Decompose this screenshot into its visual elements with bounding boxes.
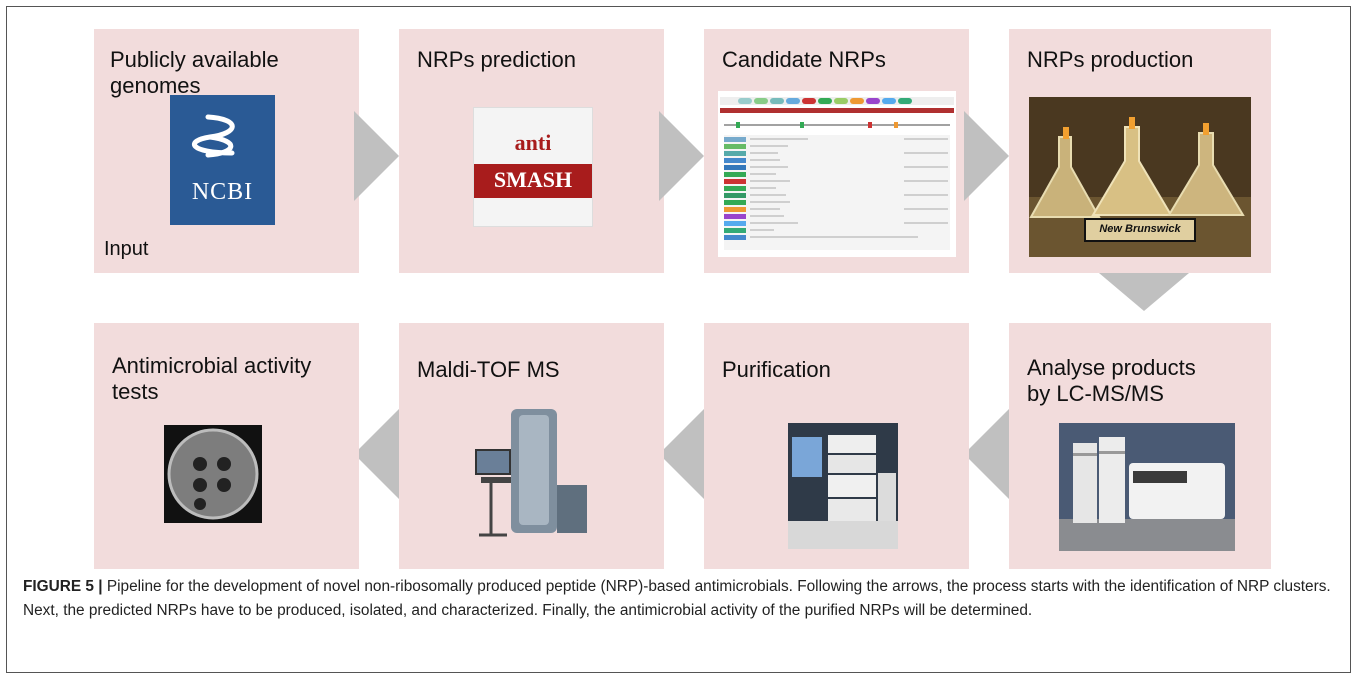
arrow-down	[1099, 273, 1189, 311]
step-prediction: NRPs prediction anti SMASH	[399, 29, 664, 273]
step-lcms: Analyse products by LC-MS/MS	[1009, 323, 1271, 569]
input-label: Input	[104, 238, 149, 260]
step-antimicrobial-title: Antimicrobial activity tests	[112, 353, 312, 404]
step-antimicrobial: Antimicrobial activity tests	[94, 323, 359, 569]
step-prediction-title: NRPs prediction	[417, 47, 576, 72]
shaker-flasks-photo: New Brunswick	[1029, 97, 1251, 257]
step-genomes-title: Publicly available genomes	[110, 47, 279, 98]
shaker-sign-text: New Brunswick	[1099, 223, 1181, 235]
step-lcms-title: Analyse products by LC-MS/MS	[1027, 355, 1196, 406]
antismash-results-table	[718, 91, 956, 257]
lcms-instrument-photo	[1059, 423, 1235, 551]
ncbi-logo-text: NCBI	[191, 179, 254, 205]
step-maldi: Maldi-TOF MS	[399, 323, 664, 569]
arrow-right-1	[354, 111, 399, 201]
step-candidates: Candidate NRPs	[704, 29, 969, 273]
hplc-photo	[788, 423, 898, 549]
maldi-tof-photo	[467, 405, 595, 553]
arrow-right-2	[659, 111, 704, 201]
antismash-logo-top: anti	[514, 130, 552, 155]
step-maldi-title: Maldi-TOF MS	[417, 357, 560, 382]
step-production-title: NRPs production	[1027, 47, 1194, 72]
arrow-right-3	[964, 111, 1009, 201]
step-genomes: Publicly available genomes NCBI Input	[94, 29, 359, 273]
figure-caption-text: Pipeline for the development of novel no…	[23, 578, 1331, 619]
step-purification-title: Purification	[722, 357, 831, 382]
arrow-left-2	[659, 409, 704, 499]
step-candidates-title: Candidate NRPs	[722, 47, 886, 72]
arrow-left-3	[354, 409, 399, 499]
agar-plate-photo	[164, 425, 262, 523]
figure-caption-label: FIGURE 5 |	[23, 578, 103, 595]
step-production: NRPs production New Brunswick	[1009, 29, 1271, 273]
antismash-logo: anti SMASH	[473, 107, 593, 227]
figure-frame: Publicly available genomes NCBI Input NR…	[6, 6, 1351, 673]
figure-caption: FIGURE 5 | Pipeline for the development …	[23, 575, 1341, 623]
antismash-logo-bottom: SMASH	[493, 167, 573, 192]
ncbi-logo: NCBI	[170, 95, 275, 225]
arrow-left-1	[964, 409, 1009, 499]
step-purification: Purification	[704, 323, 969, 569]
